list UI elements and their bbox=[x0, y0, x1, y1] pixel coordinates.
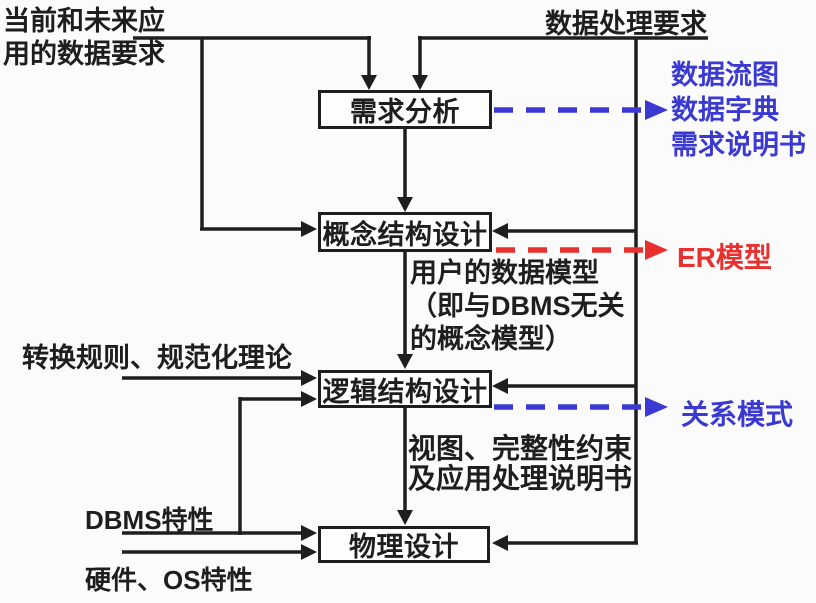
arrowhead-left-icon bbox=[492, 378, 508, 394]
label-line: 的概念模型） bbox=[410, 324, 572, 354]
er-model-output-dashed-arrow bbox=[496, 240, 668, 260]
stage-label: 物理设计 bbox=[349, 532, 459, 562]
label-line: （即与DBMS无关 bbox=[410, 291, 625, 321]
label-line: 当前和未来应 bbox=[3, 6, 165, 36]
label-line: 视图、完整性约束 bbox=[408, 433, 633, 464]
stage-box-logical-design: 逻辑结构设计 bbox=[318, 370, 492, 408]
annotation-logical-design-note: 视图、完整性约束 及应用处理说明书 bbox=[408, 434, 632, 494]
label-line: 数据字典 bbox=[671, 95, 779, 125]
connector-arrowheads bbox=[301, 75, 508, 560]
stage-box-physical-design: 物理设计 bbox=[318, 526, 490, 563]
output-label-requirements-docs: 数据流图 数据字典 需求说明书 bbox=[671, 58, 806, 163]
stage-box-conceptual-design: 概念结构设计 bbox=[318, 212, 492, 252]
label-line: 及应用处理说明书 bbox=[408, 463, 633, 494]
output-label-er-model: ER模型 bbox=[677, 242, 772, 273]
label-line: 用的数据要求 bbox=[3, 39, 165, 69]
arrowhead-right-icon bbox=[301, 544, 317, 560]
input-label-dbms-features: DBMS特性 bbox=[85, 505, 214, 535]
stage-label: 需求分析 bbox=[350, 97, 460, 127]
arrowhead-right-icon bbox=[301, 525, 317, 541]
arrowhead-down-icon bbox=[397, 354, 413, 369]
arrowhead-right-icon bbox=[301, 370, 317, 386]
arrowhead-right-icon bbox=[645, 100, 668, 120]
arrowhead-right-icon bbox=[645, 397, 668, 417]
input-label-future-data-requirements: 当前和未来应 用的数据要求 bbox=[3, 5, 165, 71]
stage-label: 概念结构设计 bbox=[322, 219, 488, 250]
input-label-processing-requirements: 数据处理要求 bbox=[545, 9, 707, 39]
label-line: 需求说明书 bbox=[671, 130, 806, 160]
arrowhead-down-icon bbox=[397, 197, 413, 212]
arrowhead-down-icon bbox=[412, 75, 428, 90]
stage-box-requirements-analysis: 需求分析 bbox=[318, 90, 492, 129]
arrowhead-down-icon bbox=[397, 510, 413, 525]
relational-schema-output-dashed-arrow bbox=[494, 397, 668, 417]
label-line: 数据流图 bbox=[671, 60, 779, 90]
connector-lines bbox=[122, 36, 708, 554]
arrowhead-down-icon bbox=[361, 75, 377, 90]
arrowhead-right-icon bbox=[301, 391, 317, 407]
output-label-relational-schema: 关系模式 bbox=[681, 399, 794, 430]
stage-label: 逻辑结构设计 bbox=[322, 376, 488, 407]
annotation-conceptual-model-note: 用户的数据模型 （即与DBMS无关 的概念模型） bbox=[410, 257, 625, 356]
input-label-conversion-rules: 转换规则、规范化理论 bbox=[22, 343, 292, 373]
arrowhead-right-icon bbox=[301, 221, 317, 237]
input-label-hardware-os-features: 硬件、OS特性 bbox=[85, 565, 253, 595]
label-line: 用户的数据模型 bbox=[410, 258, 599, 288]
arrowhead-left-icon bbox=[492, 535, 508, 551]
arrowhead-right-icon bbox=[645, 240, 668, 260]
arrowhead-left-icon bbox=[492, 223, 508, 239]
requirements-output-dashed-arrow bbox=[494, 100, 668, 120]
